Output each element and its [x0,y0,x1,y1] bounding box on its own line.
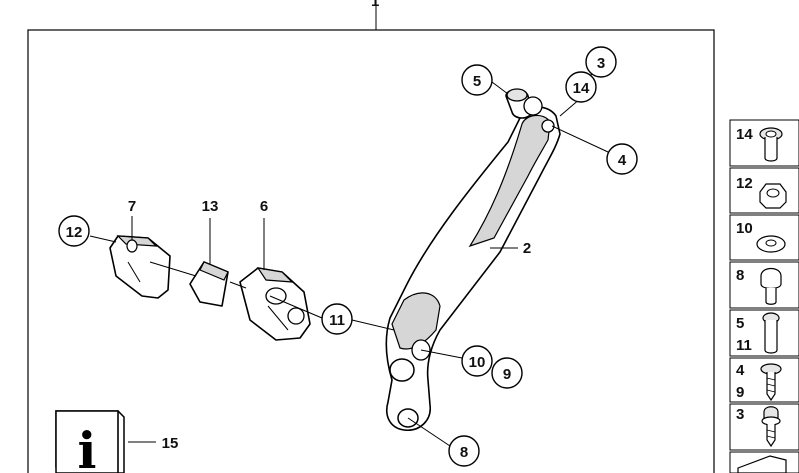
info-book-icon: i [55,410,125,473]
svg-text:6: 6 [260,198,268,215]
svg-text:12: 12 [66,224,83,241]
screw-icon [760,363,782,402]
callout-11: 11 [321,303,353,335]
callout-3: 3 [585,46,617,78]
legend-item-8: 8 [729,261,799,309]
svg-text:12: 12 [736,175,753,192]
svg-text:14: 14 [736,126,753,143]
legend-item-partial [729,451,799,473]
callout-10: 10 [461,345,493,377]
svg-text:i: i [78,421,97,473]
svg-text:8: 8 [460,444,468,461]
svg-text:10: 10 [736,220,753,237]
bracket-part-7 [109,235,171,299]
rubber-bumper-icon [760,267,782,305]
svg-text:7: 7 [128,198,136,215]
callout-13: 13 [202,198,219,215]
callout-5: 5 [461,64,493,96]
callout-12: 12 [58,215,90,247]
svg-text:3: 3 [736,406,744,423]
svg-text:4: 4 [736,362,745,379]
bolt-icon [762,312,780,354]
hex-nut-icon [759,183,787,209]
svg-text:11: 11 [329,312,345,329]
svg-text:9: 9 [736,384,744,401]
svg-text:5: 5 [473,73,481,90]
svg-text:5: 5 [736,315,744,332]
collar-screw-icon [761,406,781,448]
legend-item-12: 12 [729,167,799,214]
callout-8: 8 [448,435,480,467]
legend-item-3: 3 [729,403,799,451]
svg-text:9: 9 [503,366,511,383]
svg-text:15: 15 [162,435,179,452]
pad-part-13 [189,261,229,307]
callout-1: 1 [371,0,379,10]
callout-7: 7 [128,198,136,215]
callout-4: 4 [606,143,638,175]
bushing-icon [759,127,783,162]
svg-text:2: 2 [523,240,531,257]
callout-14: 14 [565,71,597,103]
bolt-part-5 [505,88,543,119]
bracket-part-2 [385,106,561,431]
svg-text:4: 4 [618,152,627,169]
callout-6: 6 [260,198,268,215]
svg-text:3: 3 [597,55,605,72]
washer-icon [756,235,786,253]
legend-item-5-11: 5 11 [729,309,799,357]
legend-item-10: 10 [729,214,799,261]
svg-text:8: 8 [736,267,744,284]
svg-text:11: 11 [736,337,752,354]
holder-part-6 [239,267,311,341]
legend-column: 14 12 10 8 [729,119,799,473]
svg-text:13: 13 [202,198,219,215]
main-frame: 1 [27,0,715,473]
callout-15: 15 [162,435,179,452]
legend-item-4-9: 4 9 [729,357,799,403]
svg-text:14: 14 [573,80,590,97]
legend-item-14: 14 [729,119,799,167]
callout-9: 9 [491,357,523,389]
svg-text:10: 10 [469,354,486,371]
callout-2: 2 [523,240,531,257]
